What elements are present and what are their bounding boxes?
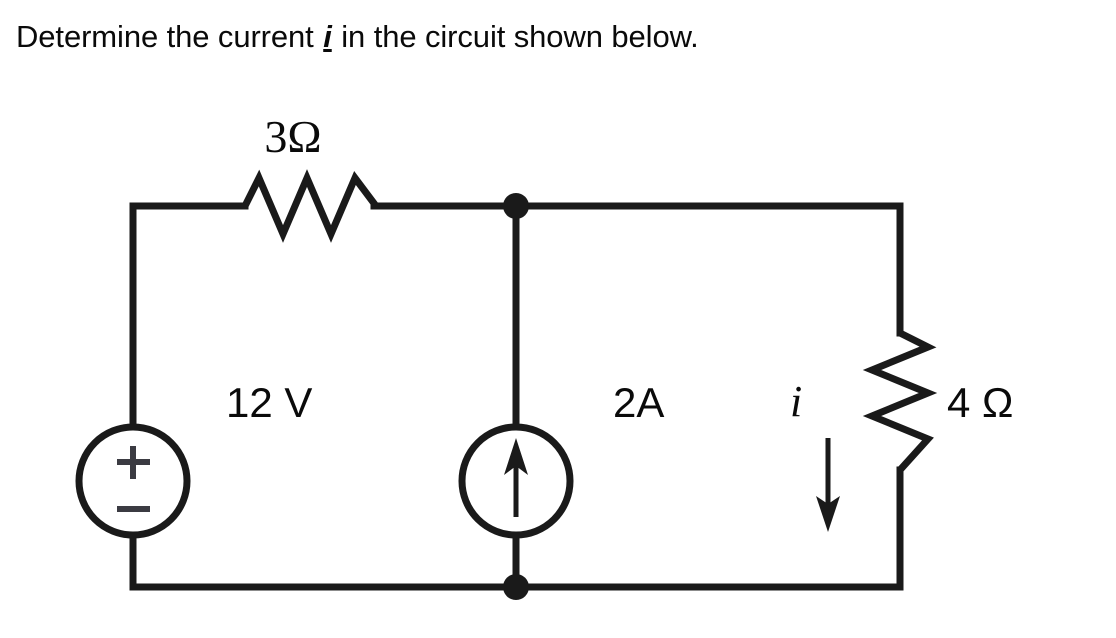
question-suffix: in the circuit shown below. — [332, 19, 699, 54]
plus-icon — [117, 446, 150, 479]
label-voltage-source: 12 V — [226, 379, 312, 426]
voltage-source-circle — [75, 423, 191, 539]
bottom-node-dot — [503, 574, 529, 600]
question-prefix: Determine the current — [16, 19, 323, 54]
question-prompt: Determine the current i in the circuit s… — [16, 18, 699, 56]
circuit-diagram: 3Ω 12 V 2A i 4 Ω — [0, 80, 1116, 638]
label-current-source: 2A — [613, 379, 664, 426]
top-node-dot — [503, 193, 529, 219]
up-arrow-icon — [504, 438, 528, 517]
label-series-resistor: 3Ω — [264, 111, 321, 162]
label-current-variable: i — [790, 377, 802, 426]
resistor-4ohm-zigzag — [862, 329, 938, 473]
label-load-resistor: 4 Ω — [947, 379, 1013, 426]
resistor-3ohm-zigzag — [241, 169, 379, 243]
current-i-arrow — [816, 438, 840, 532]
load-resistor-4ohm — [862, 329, 938, 473]
circuit-svg: 3Ω 12 V 2A i 4 Ω — [75, 111, 1013, 600]
current-source-2a — [458, 423, 574, 539]
question-current-variable: i — [323, 19, 332, 54]
series-resistor-3ohm — [241, 169, 379, 243]
voltage-source-12v — [75, 423, 191, 539]
